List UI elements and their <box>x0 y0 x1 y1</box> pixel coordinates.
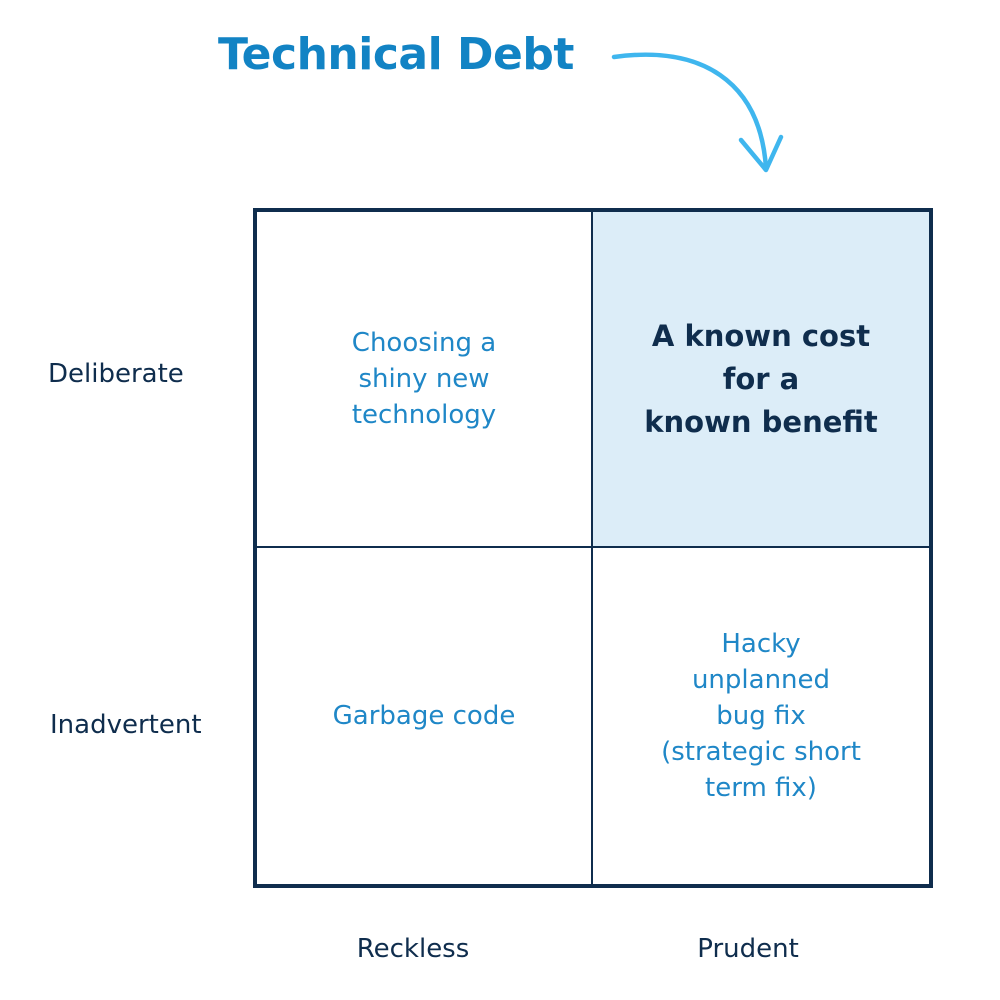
quadrant-grid: Choosing a shiny new technology A known … <box>253 208 933 888</box>
quadrant-inadvertent-reckless: Garbage code <box>257 548 593 884</box>
quadrant-deliberate-reckless: Choosing a shiny new technology <box>257 212 593 548</box>
quadrant-text-highlighted: A known cost for a known benefit <box>644 318 878 439</box>
quadrant-inadvertent-prudent: Hacky unplanned bug fix (strategic short… <box>593 548 929 884</box>
row-label-deliberate: Deliberate <box>48 359 184 389</box>
quadrant-text: Garbage code <box>332 701 516 731</box>
column-label-prudent: Prudent <box>697 934 799 964</box>
quadrant-text: Choosing a shiny new technology <box>351 328 497 430</box>
quadrant-deliberate-prudent: A known cost for a known benefit <box>593 212 929 548</box>
diagram-title: Technical Debt <box>218 29 574 80</box>
row-label-inadvertent: Inadvertent <box>50 710 202 740</box>
quadrant-text: Hacky unplanned bug fix (strategic short… <box>661 629 861 803</box>
curved-arrow-icon <box>611 52 784 173</box>
column-label-reckless: Reckless <box>356 934 470 964</box>
